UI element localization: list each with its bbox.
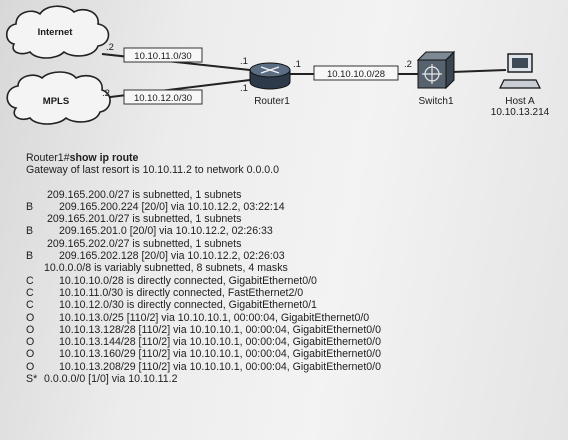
route-text: 209.165.200.0/27 is subnetted, 1 subnets (47, 188, 242, 201)
route-text: 10.10.13.128/28 [110/2] via 10.10.10.1, … (59, 323, 381, 336)
route-entry: O 10.10.13.128/28 [110/2] via 10.10.10.1,… (26, 324, 556, 336)
host-ip-label: 10.10.13.214 (491, 107, 550, 118)
router-label: Router1 (254, 96, 290, 107)
router-icon: Router1 (249, 62, 291, 107)
cloud-internet-label: Internet (38, 27, 74, 38)
route-code: B (26, 250, 34, 263)
route-table: 209.165.200.0/27 is subnetted, 1 subnets… (26, 189, 556, 386)
route-text: 209.165.201.0/27 is subnetted, 1 subnets (47, 213, 242, 226)
internet-cloud: Internet (5, 5, 110, 59)
subnet-mpls-label: 10.10.12.0/30 (134, 93, 192, 104)
route-entry: S* 0.0.0.0/0 [1/0] via 10.10.11.2 (26, 373, 556, 385)
port-router-lan: .1 (293, 59, 301, 70)
route-text: 0.0.0.0/0 [1/0] via 10.10.11.2 (44, 373, 178, 386)
route-entry: O 10.10.13.0/25 [110/2] via 10.10.10.1, 0… (26, 312, 556, 324)
cli-prompt: Router1# (26, 152, 70, 164)
switch-icon: Switch1 (416, 50, 456, 107)
route-text: 10.10.13.208/29 [110/2] via 10.10.10.1, … (59, 360, 381, 373)
port-router-internet: .1 (240, 56, 248, 67)
route-entry: 209.165.200.0/27 is subnetted, 1 subnets (26, 189, 556, 201)
cloud-shape (5, 5, 110, 59)
route-text: 10.10.13.160/29 [110/2] via 10.10.10.1, … (59, 348, 381, 361)
subnet-internet-box: 10.10.11.0/30 (123, 47, 203, 63)
link-switch-host (451, 69, 507, 73)
route-entry: C 10.10.12.0/30 is directly connected, Gi… (26, 299, 556, 311)
route-text: 10.0.0.0/8 is variably subnetted, 8 subn… (44, 262, 288, 275)
gateway-text: Gateway of last resort is 10.10.11.2 to … (26, 164, 280, 177)
host-label: Host A (505, 96, 535, 107)
route-code (26, 213, 44, 225)
route-text: 10.10.10.0/28 is directly connected, Gig… (59, 274, 317, 287)
switch-label: Switch1 (418, 96, 453, 107)
route-code (26, 238, 44, 250)
route-entry: B 209.165.202.128 [20/0] via 10.10.12.2, … (26, 250, 556, 262)
route-code: B (26, 200, 34, 213)
route-entry: 209.165.201.0/27 is subnetted, 1 subnets (26, 213, 556, 225)
route-code: O (26, 323, 35, 336)
route-text: 10.10.11.0/30 is directly connected, Fas… (59, 286, 304, 299)
cloud-shape (6, 71, 111, 125)
route-text: 209.165.202.128 [20/0] via 10.10.12.2, 0… (59, 250, 285, 263)
route-code (26, 189, 44, 201)
route-code: O (26, 311, 35, 324)
port-internet-side: .2 (106, 42, 114, 53)
route-code: C (26, 299, 34, 312)
network-diagram: Internet MPLS 10.10.11.0/30 10.10.12.0/3… (5, 5, 550, 125)
route-text: 209.165.202.0/27 is subnetted, 1 subnets (47, 237, 242, 250)
route-entry: O 10.10.13.144/28 [110/2] via 10.10.10.1,… (26, 336, 556, 348)
route-code: O (26, 336, 35, 349)
route-entry: 209.165.202.0/27 is subnetted, 1 subnets (26, 238, 556, 250)
route-text: 10.10.13.144/28 [110/2] via 10.10.10.1, … (59, 336, 381, 349)
route-entry: 10.0.0.0/8 is variably subnetted, 8 subn… (26, 262, 556, 274)
command-line: Router1#show ip route (26, 152, 556, 164)
route-entry: O 10.10.13.208/29 [110/2] via 10.10.10.1,… (26, 361, 556, 373)
subnet-lan-box: 10.10.10.0/28 (313, 65, 399, 81)
host-icon: Host A 10.10.13.214 (491, 53, 550, 118)
route-text: 10.10.13.0/25 [110/2] via 10.10.10.1, 00… (59, 311, 370, 324)
route-entry: B 209.165.200.224 [20/0] via 10.10.12.2, … (26, 201, 556, 213)
route-code: C (26, 286, 34, 299)
cli-output: Router1#show ip route Gateway of last re… (26, 152, 556, 385)
route-text: 209.165.201.0 [20/0] via 10.10.12.2, 02:… (59, 225, 273, 238)
mpls-cloud: MPLS (6, 71, 111, 125)
route-text: 10.10.12.0/30 is directly connected, Gig… (59, 299, 317, 312)
route-entry: C 10.10.10.0/28 is directly connected, Gi… (26, 275, 556, 287)
port-mpls-side: .2 (102, 88, 110, 99)
route-code: S* (26, 373, 38, 386)
subnet-lan-label: 10.10.10.0/28 (327, 69, 385, 80)
port-lan-far: .2 (404, 59, 412, 70)
route-code: B (26, 225, 34, 238)
cli-command: show ip route (69, 152, 139, 164)
route-entry: O 10.10.13.160/29 [110/2] via 10.10.10.1,… (26, 348, 556, 360)
route-code: O (26, 360, 35, 373)
gateway-line: Gateway of last resort is 10.10.11.2 to … (26, 164, 556, 176)
port-router-mpls: .1 (240, 83, 248, 94)
route-code (26, 262, 44, 274)
subnet-internet-label: 10.10.11.0/30 (134, 51, 191, 62)
cloud-mpls-label: MPLS (43, 96, 69, 107)
subnet-mpls-box: 10.10.12.0/30 (123, 89, 203, 105)
route-code: O (26, 348, 35, 361)
route-entry: C 10.10.11.0/30 is directly connected, Fa… (26, 287, 556, 299)
route-code: C (26, 274, 34, 287)
route-text: 209.165.200.224 [20/0] via 10.10.12.2, 0… (59, 200, 285, 213)
route-entry: B 209.165.201.0 [20/0] via 10.10.12.2, 02… (26, 225, 556, 237)
